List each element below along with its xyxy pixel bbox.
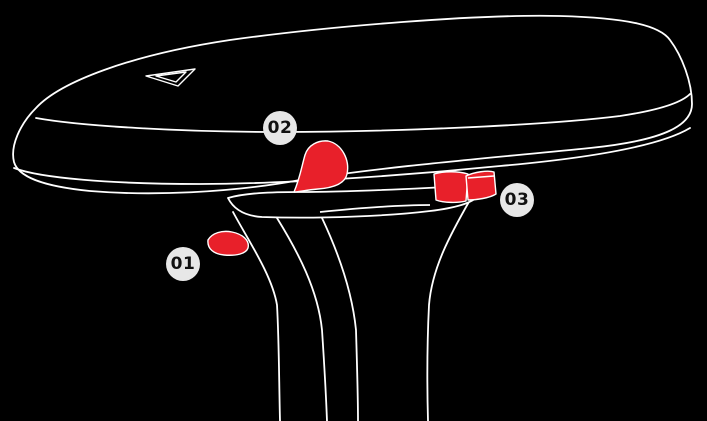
column-left-edge	[232, 211, 281, 421]
callout-badge-03[interactable]: 03	[500, 183, 534, 217]
pad-upper-seam	[35, 93, 691, 133]
paddle-02[interactable]	[293, 140, 349, 193]
chevron-logo-icon	[145, 68, 196, 87]
column-right-edge	[426, 199, 471, 421]
column-inner-line-a	[276, 217, 328, 421]
height-lever-01[interactable]	[207, 230, 249, 256]
slider-03[interactable]	[433, 170, 497, 204]
column-inner-line-b	[321, 217, 359, 421]
armrest-column	[232, 199, 471, 421]
callout-badge-01[interactable]: 01	[166, 247, 200, 281]
pad-outline	[12, 14, 693, 195]
armrest-pad	[12, 14, 693, 195]
pad-lower-seam	[13, 127, 691, 185]
callout-badge-02[interactable]: 02	[263, 111, 297, 145]
